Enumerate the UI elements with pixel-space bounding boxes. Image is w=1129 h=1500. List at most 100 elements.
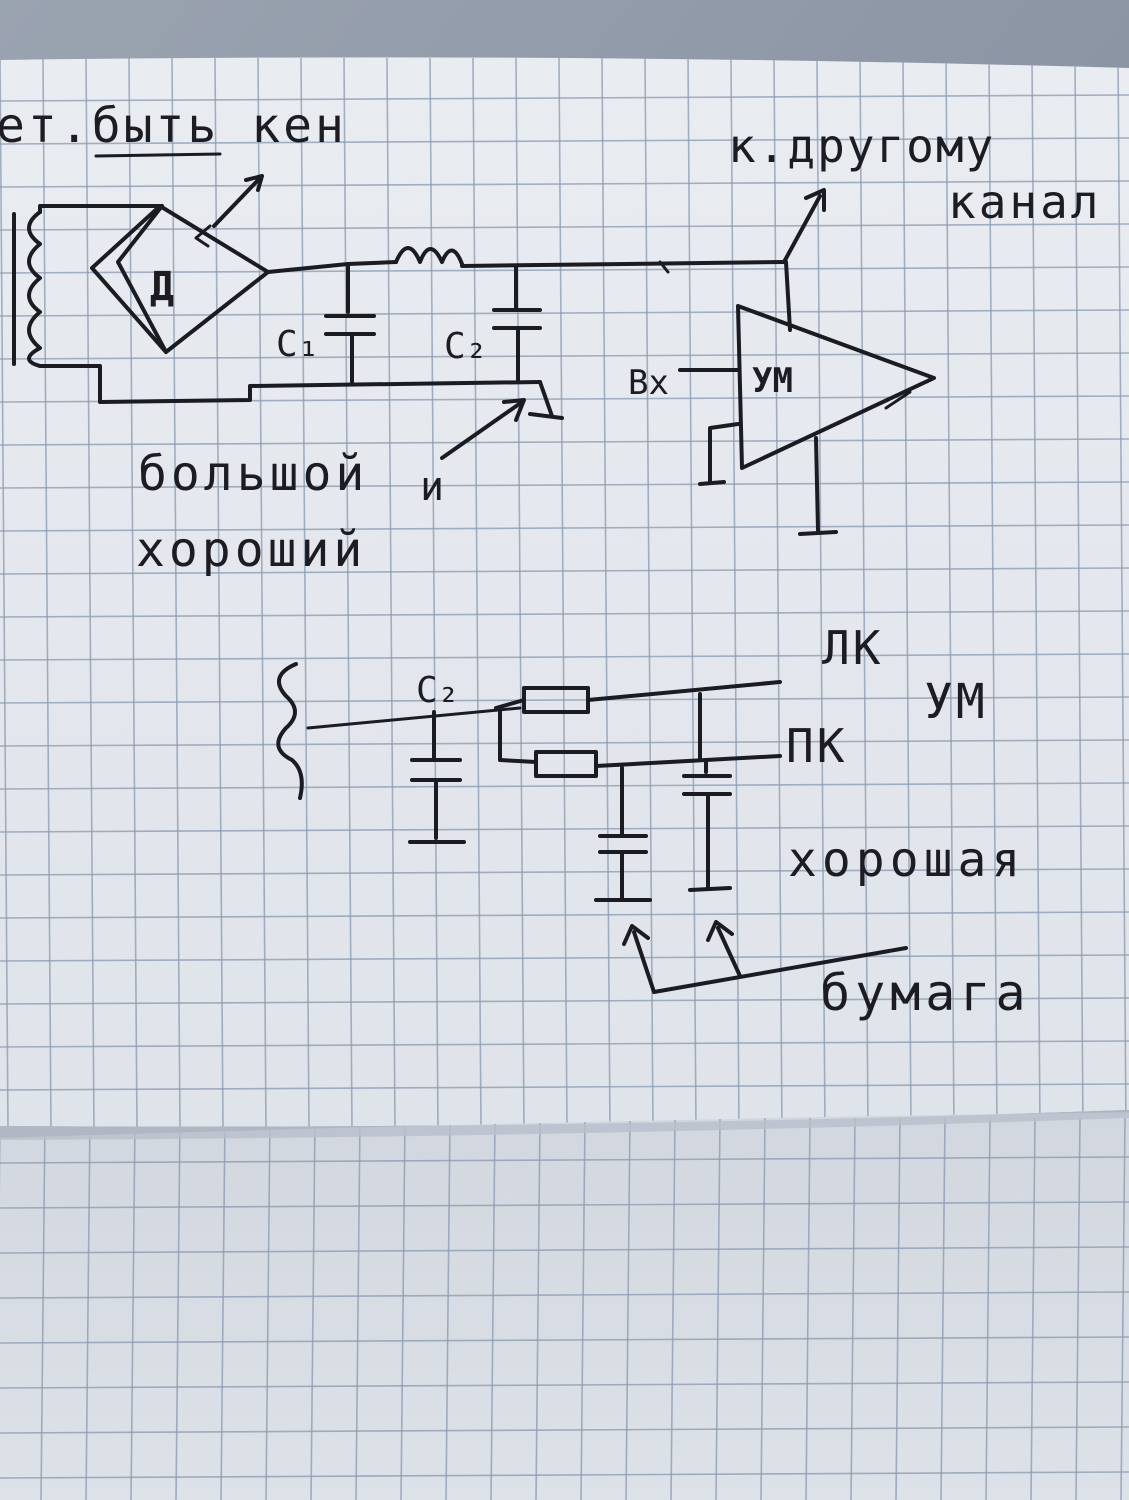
grid-line-horizontal <box>0 352 1129 360</box>
note-line2: хороший <box>136 522 366 578</box>
grid-line-vertical <box>42 57 52 1127</box>
grid-line-horizontal <box>0 1040 1129 1048</box>
grid-line-vertical <box>902 57 912 1127</box>
grid-line-vertical <box>644 57 654 1127</box>
grid-line-vertical <box>1075 1117 1081 1500</box>
grid-line-horizontal <box>0 954 1129 962</box>
grid-line-vertical <box>1074 57 1084 1127</box>
grid-line-vertical <box>386 57 396 1127</box>
grid-line-vertical <box>257 57 267 1127</box>
grid-line-vertical <box>988 57 998 1127</box>
grid-line-horizontal <box>0 94 1129 102</box>
cap-b-symbol <box>682 774 732 892</box>
grid-line-horizontal <box>0 1381 1129 1389</box>
input-wire <box>306 706 522 730</box>
grid-line-vertical <box>214 57 224 1127</box>
input-label: Вх <box>628 363 669 403</box>
grid-line-horizontal <box>0 825 1129 833</box>
note-arrow <box>440 398 526 460</box>
cap2-symbol <box>492 308 542 384</box>
wire-r1-out <box>586 680 782 702</box>
bottom-cap-label: C₂ <box>416 670 459 711</box>
ground-stub <box>528 380 564 420</box>
bottom-circuit: C₂ ЛК ПК УМ хорошая бумага <box>276 621 1026 1022</box>
notebook-page-bottom <box>0 1112 1129 1500</box>
grid-line-vertical <box>429 57 439 1127</box>
cap1-symbol <box>324 314 376 384</box>
diode-mark <box>194 224 212 248</box>
diode-label: Д <box>150 264 174 310</box>
note-conj: и <box>420 464 444 510</box>
amp-ground-left <box>698 422 740 486</box>
grid-line-vertical <box>400 1117 406 1500</box>
grid-line-vertical <box>535 1117 541 1500</box>
choke-symbol <box>394 246 464 266</box>
grid-line-horizontal <box>0 266 1129 274</box>
grid-line-vertical <box>220 1117 226 1500</box>
grid-line-horizontal <box>0 1201 1129 1209</box>
grid-line-vertical <box>601 57 611 1127</box>
grid-line-vertical <box>445 1117 451 1500</box>
input-brace <box>276 662 304 800</box>
grid-line-vertical <box>130 1117 136 1500</box>
left-channel-label: ЛК <box>822 621 883 675</box>
header-underline <box>94 152 222 158</box>
grid-line-vertical <box>85 57 95 1127</box>
grid-line-horizontal <box>0 696 1129 704</box>
grid-line-vertical <box>1031 57 1041 1127</box>
grid-line-horizontal <box>0 524 1129 532</box>
wire-to-choke <box>346 260 398 266</box>
grid-line-vertical <box>625 1117 631 1500</box>
grid-line-horizontal <box>0 223 1129 231</box>
grid-line-horizontal <box>0 911 1129 919</box>
grid-line-vertical <box>310 1117 316 1500</box>
grid-line-vertical <box>515 57 525 1127</box>
grid-line-vertical <box>850 1117 856 1500</box>
note-good: хорошая <box>788 832 1025 888</box>
grid-line-horizontal <box>0 1083 1129 1091</box>
header-text: ет.быть кен <box>0 98 347 154</box>
grid-line-horizontal <box>0 1156 1129 1164</box>
grid-bottom <box>0 1112 1129 1500</box>
bottom-amp-label: УМ <box>924 674 988 730</box>
page-fold-shadow <box>0 1110 1129 1140</box>
grid-line-vertical <box>859 57 869 1127</box>
grid-line-horizontal <box>0 610 1129 618</box>
wire-to-r1 <box>494 698 526 710</box>
grid-line-vertical <box>558 57 568 1127</box>
wire-coil-top <box>38 204 164 214</box>
grid-line-vertical <box>490 1117 496 1500</box>
paper-arrows <box>622 920 908 994</box>
bridge-internal <box>116 204 168 354</box>
grid-line-vertical <box>300 57 310 1127</box>
grid-line-vertical <box>715 1117 721 1500</box>
grid-line-vertical <box>265 1117 271 1500</box>
grid-line-horizontal <box>0 137 1129 145</box>
grid-line-horizontal <box>0 782 1129 790</box>
grid-line-horizontal <box>0 1336 1129 1344</box>
grid-line-horizontal <box>0 739 1129 747</box>
grid-line-vertical <box>0 57 9 1127</box>
grid-line-horizontal <box>0 997 1129 1005</box>
grid-line-vertical <box>472 57 482 1127</box>
grid-line-vertical <box>687 57 697 1127</box>
grid-line-vertical <box>985 1117 991 1500</box>
amplifier-triangle <box>736 304 936 470</box>
coil-symbol <box>27 210 42 368</box>
grid-line-vertical <box>945 57 955 1127</box>
grid-line-horizontal <box>0 180 1129 188</box>
grid-line-horizontal <box>0 481 1129 489</box>
wire-to-amp-power <box>784 260 792 332</box>
grid-line-horizontal <box>0 1426 1129 1434</box>
grid-line-vertical <box>85 1117 91 1500</box>
cap1-label: C₁ <box>276 324 319 365</box>
grid-line-vertical <box>343 57 353 1127</box>
grid-line-horizontal <box>0 1291 1129 1299</box>
grid-line-vertical <box>355 1117 361 1500</box>
grid-line-vertical <box>816 57 826 1127</box>
grid-line-vertical <box>773 57 783 1127</box>
cap2-label: C₂ <box>444 326 487 367</box>
wire-r2-out <box>594 754 782 768</box>
right-label-line1: к.другому <box>728 119 995 173</box>
